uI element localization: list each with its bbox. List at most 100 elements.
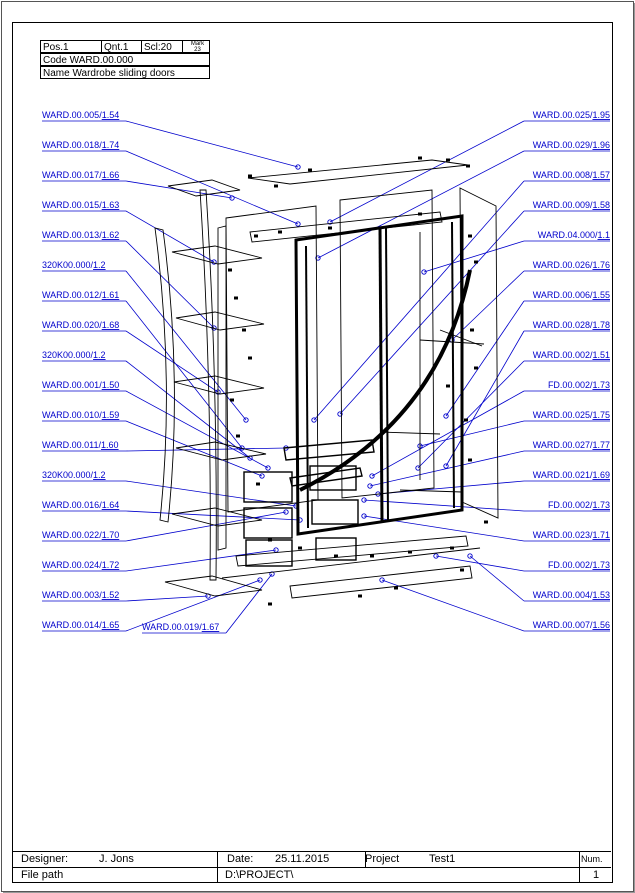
date-label: Date: [227, 853, 254, 865]
callout-label-right-17: WARD.00.007/1.56 [533, 620, 610, 630]
leader-dot-right-0 [327, 219, 333, 225]
leader-left-5 [125, 270, 247, 421]
callout-label-left-17: WARD.00.014/1.65 [42, 620, 119, 630]
callout-code: FD.00.002/ [548, 560, 593, 570]
leader-dot-left-0 [295, 164, 301, 170]
leader-dot-right-2 [311, 417, 317, 423]
cabinet-top [249, 211, 443, 243]
leader-lines [42, 120, 610, 634]
callout-code: WARD.00.005/ [42, 110, 102, 120]
hardware-fitting [468, 234, 472, 238]
callout-code: WARD.00.011/ [42, 440, 102, 450]
callout-label-left-11: WARD.00.011/1.60 [42, 440, 119, 450]
num-value: 1 [593, 869, 600, 881]
callout-code: WARD.00.024/ [42, 560, 102, 570]
leader-dot-left-1 [295, 221, 301, 227]
callout-number: 1.95 [592, 110, 610, 120]
leader-right-16 [469, 555, 525, 602]
leader-right-4 [423, 240, 525, 273]
callout-label-right-14: WARD.00.023/1.71 [533, 530, 610, 540]
callout-number: 1.72 [102, 560, 120, 570]
callout-code: WARD.00.012/ [42, 290, 102, 300]
cabinet-back-right [339, 189, 435, 499]
leader-left-6 [125, 300, 243, 449]
leader-left-11 [125, 447, 287, 452]
leader-right-9 [371, 390, 525, 477]
top-shelf-left [167, 179, 241, 197]
callout-label-left-10: WARD.00.010/1.59 [42, 410, 119, 420]
drawer-rail [289, 467, 363, 487]
callout-code: WARD.00.020/ [42, 320, 102, 330]
hardware-fitting [450, 546, 454, 550]
leader-left-17 [125, 579, 261, 632]
callout-label-right-4: WARD.04.000/1.1 [538, 230, 610, 240]
hardware-fitting [230, 398, 234, 402]
callout-number: 1.67 [202, 622, 220, 632]
mark-value: 23 [194, 47, 201, 53]
hardware-fitting [236, 434, 240, 438]
hardware-fitting [254, 234, 258, 238]
callout-code: WARD.00.014/ [42, 620, 102, 630]
name-row: Name Wardrobe sliding doors [40, 66, 210, 79]
num-label: Num. [581, 854, 603, 864]
filepath-label: File path [21, 869, 64, 881]
callout-code: WARD.00.029/ [533, 140, 593, 150]
callout-code: FD.00.002/ [548, 380, 593, 390]
callout-label-right-9: FD.00.002/1.73 [548, 380, 610, 390]
callout-code: WARD.00.028/ [533, 320, 593, 330]
callout-code: WARD.00.015/ [42, 200, 102, 210]
hardware-fitting [468, 458, 472, 462]
leader-dot-left-2 [229, 195, 235, 201]
door-stile-left [305, 245, 309, 529]
sliding-door-frame [294, 214, 464, 536]
hardware-fitting [418, 212, 422, 216]
hardware-fitting [466, 164, 470, 168]
leader-right-13 [363, 499, 525, 512]
callout-label-right-12: WARD.00.021/1.69 [533, 470, 610, 480]
callout-label-right-1: WARD.00.029/1.96 [533, 140, 610, 150]
callout-number: 1.66 [102, 170, 120, 180]
callout-code: FD.00.002/ [548, 500, 593, 510]
leader-dot-right-16 [467, 553, 473, 559]
callout-number: 1.75 [592, 410, 610, 420]
callout-code: WARD.00.016/ [42, 500, 102, 510]
designer-label: Designer: [21, 853, 69, 865]
leader-right-17 [381, 579, 525, 632]
callout-label-left-16: WARD.00.003/1.52 [42, 590, 119, 600]
callout-code: WARD.00.021/ [533, 470, 593, 480]
door-divider [378, 227, 384, 523]
callout-label-right-0: WARD.00.025/1.95 [533, 110, 610, 120]
callout-number: 1.71 [592, 530, 610, 540]
callout-label-left-0: WARD.00.005/1.54 [42, 110, 119, 120]
callout-number: 1.73 [592, 560, 610, 570]
callout-number: 1.74 [102, 140, 120, 150]
plinth-bottom [289, 565, 473, 599]
footer-divider [13, 867, 611, 868]
callout-code: WARD.00.023/ [533, 530, 593, 540]
leader-right-5 [451, 270, 525, 341]
hardware-fitting [248, 356, 252, 360]
callout-number: 1.73 [592, 380, 610, 390]
leader-right-11 [369, 450, 525, 487]
callout-label-right-3: WARD.00.009/1.58 [533, 200, 610, 210]
leader-dot-left-9 [265, 465, 271, 471]
callout-label-left-13: WARD.00.016/1.64 [42, 500, 119, 510]
callout-number: 1.64 [102, 500, 120, 510]
callout-number: 1.76 [592, 260, 610, 270]
callout-code: WARD.00.019/ [142, 622, 202, 632]
callout-label-left-4: WARD.00.013/1.62 [42, 230, 119, 240]
leader-right-7 [445, 330, 525, 467]
hardware-fitting [268, 538, 272, 542]
leader-right-0 [329, 120, 525, 223]
callout-label-left-2: WARD.00.017/1.66 [42, 170, 119, 180]
leader-dot-right-17 [379, 577, 385, 583]
callout-labels: WARD.00.005/1.54WARD.00.018/1.74WARD.00.… [42, 110, 610, 632]
plinth-front [235, 535, 469, 567]
leader-left-3 [125, 210, 215, 263]
callout-code: WARD.00.006/ [533, 290, 593, 300]
callout-code: WARD.00.025/ [533, 410, 593, 420]
callout-code: WARD.00.007/ [533, 620, 593, 630]
hardware-fitting [248, 174, 252, 178]
leader-dot-right-4 [421, 269, 427, 275]
hardware-fitting [446, 384, 450, 388]
